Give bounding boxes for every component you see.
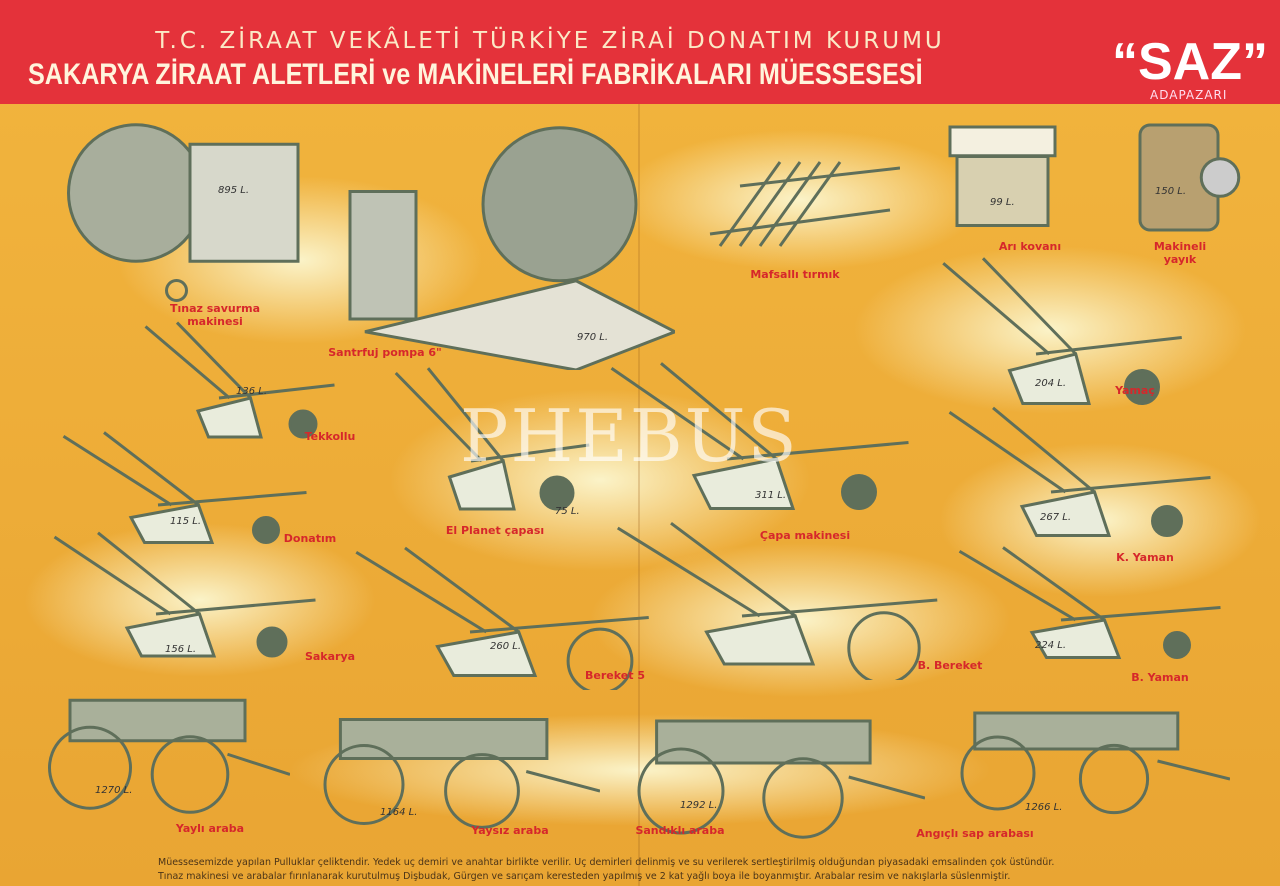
machine-illustration xyxy=(620,700,926,840)
brand-city: ADAPAZARI xyxy=(1150,88,1228,102)
machine-illustration xyxy=(340,545,665,695)
product-label: Makineli yayık xyxy=(1153,240,1207,266)
footer-line2: Tınaz makinesi ve arabalar fırınlanarak … xyxy=(158,871,1011,882)
product-price: 224 L. xyxy=(1035,640,1067,651)
product-price: 99 L. xyxy=(990,197,1015,208)
machine-illustration xyxy=(595,360,925,525)
product-price: 136 L. xyxy=(236,386,268,397)
product-label: B. Bereket xyxy=(917,659,983,672)
fold-line xyxy=(638,104,640,886)
machine-illustration xyxy=(40,530,330,670)
product-price: 150 L. xyxy=(1155,186,1187,197)
product-price: 1266 L. xyxy=(1025,802,1063,813)
machine-illustration xyxy=(55,115,325,310)
product-label: Çapa makinesi xyxy=(759,529,851,542)
machine-illustration xyxy=(935,405,1225,550)
machine-illustration xyxy=(1130,115,1250,240)
footer-line1: Müessesemizde yapılan Pulluklar çelikten… xyxy=(158,857,1055,868)
watermark: PHEBUS xyxy=(460,394,799,478)
product-label: Angıçlı sap arabası xyxy=(916,827,1034,840)
machine-illustration xyxy=(135,320,345,450)
product-price: 75 L. xyxy=(555,506,580,517)
product-label: Yaylı araba xyxy=(175,822,245,835)
product-price: 260 L. xyxy=(490,641,522,652)
machine-illustration xyxy=(945,545,1235,670)
product-price: 970 L. xyxy=(577,332,609,343)
machine-illustration xyxy=(40,680,291,815)
product-label: Tınaz savurma makinesi xyxy=(169,302,261,328)
header-banner: T.C. ZİRAAT VEKÂLETİ TÜRKİYE ZİRAİ DONAT… xyxy=(0,0,1280,104)
machine-illustration xyxy=(345,115,679,372)
machine-illustration xyxy=(940,695,1231,815)
product-label: Sakarya xyxy=(304,650,356,663)
machine-illustration xyxy=(385,365,600,525)
product-label: Yamaç xyxy=(1115,384,1155,397)
product-label: Mafsallı tırmık xyxy=(750,268,840,281)
product-price: 1270 L. xyxy=(95,785,133,796)
product-label: Yaysız araba xyxy=(471,824,549,837)
machine-illustration xyxy=(305,700,601,830)
product-label: Santrfuj pompa 6" xyxy=(328,346,442,359)
product-price: 895 L. xyxy=(218,185,250,196)
product-price: 267 L. xyxy=(1040,512,1072,523)
product-price: 204 L. xyxy=(1035,378,1067,389)
machine-illustration xyxy=(945,122,1060,237)
product-label: Sandıklı araba xyxy=(635,824,725,837)
product-price: 1164 L. xyxy=(380,807,418,818)
header-line2: SAKARYA ZİRAAT ALETLERİ ve MAKİNELERİ FA… xyxy=(28,58,923,91)
product-price: 156 L. xyxy=(165,644,197,655)
header-line1: T.C. ZİRAAT VEKÂLETİ TÜRKİYE ZİRAİ DONAT… xyxy=(155,28,945,54)
product-price: 311 L. xyxy=(755,490,787,501)
product-label: Bereket 5 xyxy=(585,669,645,682)
machine-illustration xyxy=(930,255,1195,420)
product-label: Tekkollu xyxy=(304,430,356,443)
brand-logo: “SAZ” xyxy=(1112,33,1268,91)
product-price: 1292 L. xyxy=(680,800,718,811)
product-label: Arı kovanı xyxy=(998,240,1062,253)
footer-note: Müessesemizde yapılan Pulluklar çelikten… xyxy=(158,856,1118,884)
product-label: El Planet çapası xyxy=(445,524,545,537)
product-label: Donatım xyxy=(283,532,337,545)
machine-illustration xyxy=(50,430,320,555)
product-price: 115 L. xyxy=(170,516,202,527)
product-label: K. Yaman xyxy=(1116,551,1174,564)
product-label: B. Yaman xyxy=(1131,671,1189,684)
machine-illustration xyxy=(600,520,955,685)
machine-illustration xyxy=(700,150,901,270)
